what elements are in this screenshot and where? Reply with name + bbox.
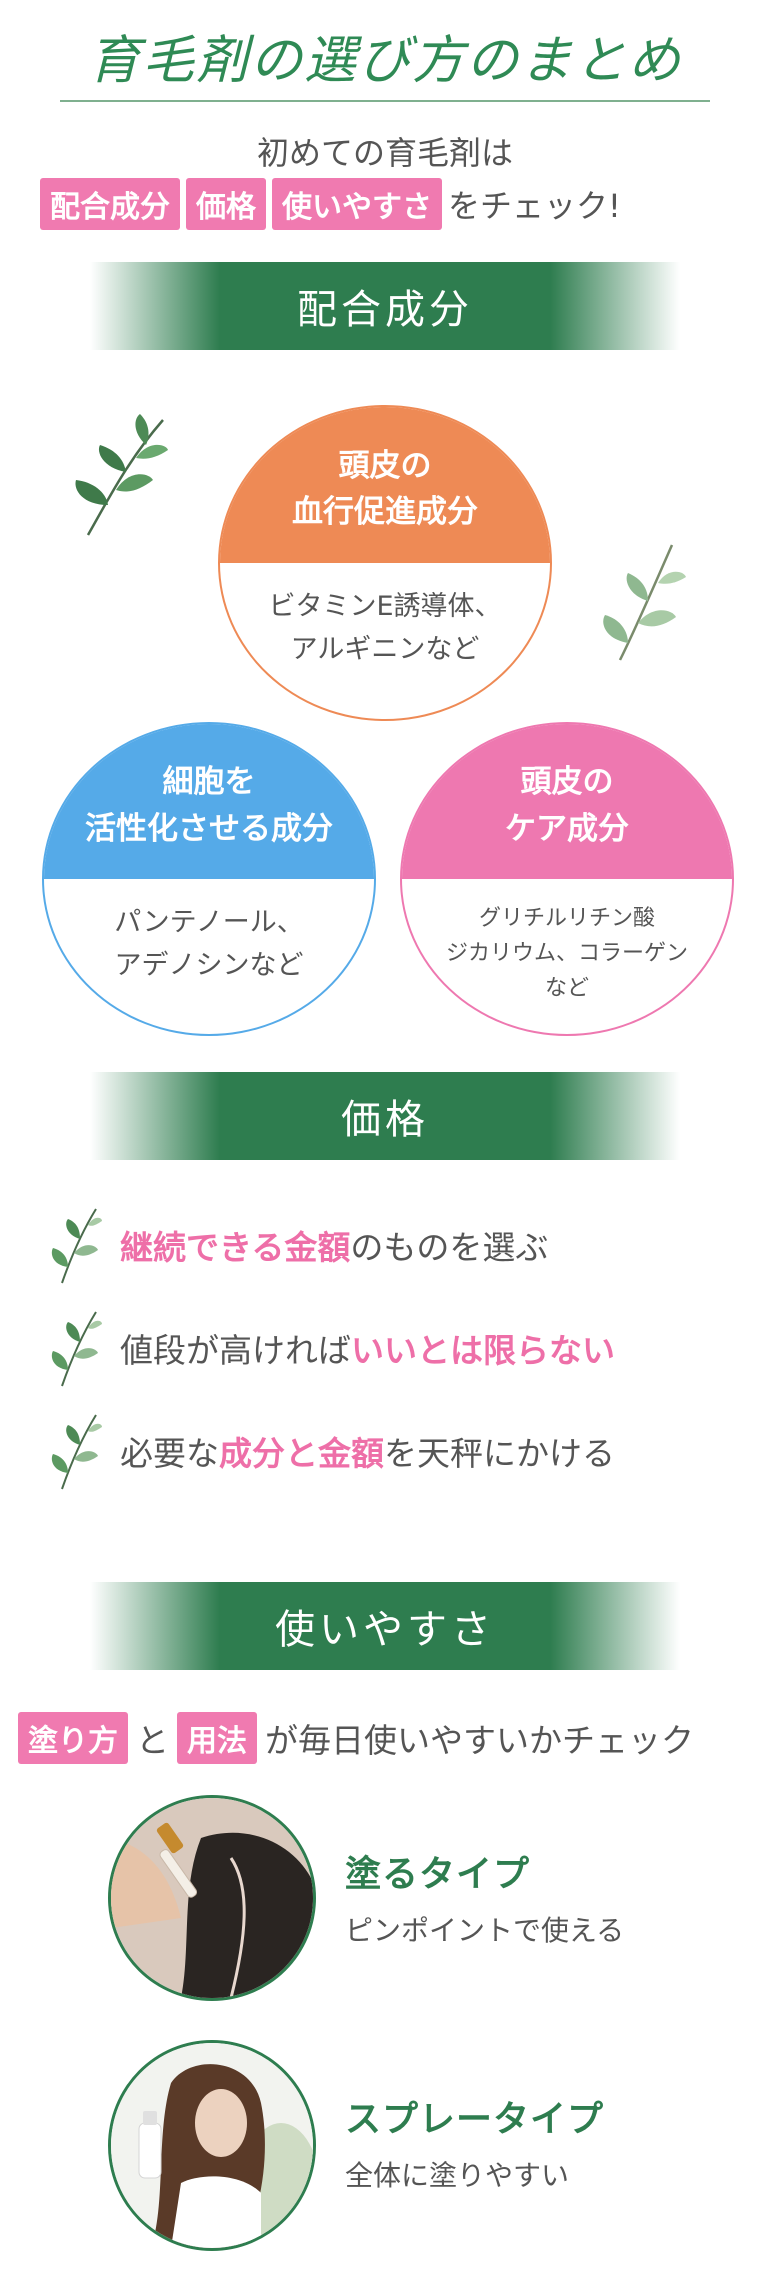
intro-tags: 配合成分 価格 使いやすさ をチェック! <box>40 178 740 230</box>
price-item: 継続できる金額のものを選ぶ <box>50 1205 730 1285</box>
price-highlight: 成分と金額 <box>219 1434 384 1473</box>
title-divider <box>60 100 710 102</box>
ingredient-circle-blood-flow: 頭皮の 血行促進成分 ビタミンE誘導体、 アルギニンなど <box>218 405 552 721</box>
circle-title: 細胞を 活性化させる成分 <box>44 724 374 879</box>
type-title: 塗るタイプ <box>345 1854 531 1895</box>
type-item-apply: 塗るタイプ ピンポイントで使える <box>345 1845 624 1949</box>
usability-line: 塗り方 と 用法 が毎日使いやすいかチェック <box>18 1712 758 1764</box>
usability-suffix: が毎日使いやすいかチェック <box>265 1721 694 1760</box>
price-highlight: いいとは限らない <box>351 1331 615 1370</box>
intro-suffix: をチェック! <box>448 187 621 225</box>
price-item: 値段が高ければいいとは限らない <box>50 1308 730 1388</box>
circle-body: グリチルリチン酸 ジカリウム、コラーゲン など <box>445 906 688 1002</box>
leaf-bullet-icon <box>51 1414 102 1490</box>
tag-usage: 用法 <box>177 1712 257 1764</box>
tag-ingredients: 配合成分 <box>40 178 180 230</box>
dropper-photo <box>108 1795 316 2001</box>
type-desc: 全体に塗りやすい <box>345 2159 570 2192</box>
leaf-icon <box>75 414 168 536</box>
leaf-bullet-icon <box>51 1208 102 1284</box>
price-item: 必要な成分と金額を天秤にかける <box>50 1411 730 1491</box>
circle-title: 頭皮の ケア成分 <box>402 724 732 879</box>
tag-usability: 使いやすさ <box>272 178 442 230</box>
price-text: 値段が高ければ <box>120 1331 351 1370</box>
page-title: 育毛剤の選び方のまとめ <box>87 31 682 91</box>
ingredient-circle-scalp-care: 頭皮の ケア成分 グリチルリチン酸 ジカリウム、コラーゲン など <box>400 722 734 1036</box>
intro-line: 初めての育毛剤は <box>256 134 513 172</box>
connector-text: と <box>136 1721 169 1760</box>
section-banner-price: 価格 <box>90 1072 680 1160</box>
leaf-icon <box>603 544 686 661</box>
leaf-bullet-icon <box>51 1311 102 1387</box>
ingredient-circle-cell-activation: 細胞を 活性化させる成分 パンテノール、 アデノシンなど <box>42 722 376 1036</box>
tag-application: 塗り方 <box>18 1712 128 1764</box>
price-text: 必要な <box>120 1434 219 1473</box>
circle-body: パンテノール、 アデノシンなど <box>114 907 304 982</box>
section-banner-usability: 使いやすさ <box>90 1582 680 1670</box>
price-text: のものを選ぶ <box>350 1228 549 1267</box>
tag-price: 価格 <box>186 178 266 230</box>
spray-photo <box>108 2040 316 2251</box>
type-title: スプレータイプ <box>345 2099 605 2140</box>
circle-body: ビタミンE誘導体、 アルギニンなど <box>268 591 502 666</box>
type-desc: ピンポイントで使える <box>345 1914 625 1947</box>
section-banner-ingredients: 配合成分 <box>90 262 680 350</box>
price-highlight: 継続できる金額 <box>120 1228 351 1267</box>
circle-title: 頭皮の 血行促進成分 <box>220 407 550 563</box>
type-item-spray: スプレータイプ 全体に塗りやすい <box>345 2090 604 2194</box>
price-text: を天秤にかける <box>384 1434 615 1473</box>
